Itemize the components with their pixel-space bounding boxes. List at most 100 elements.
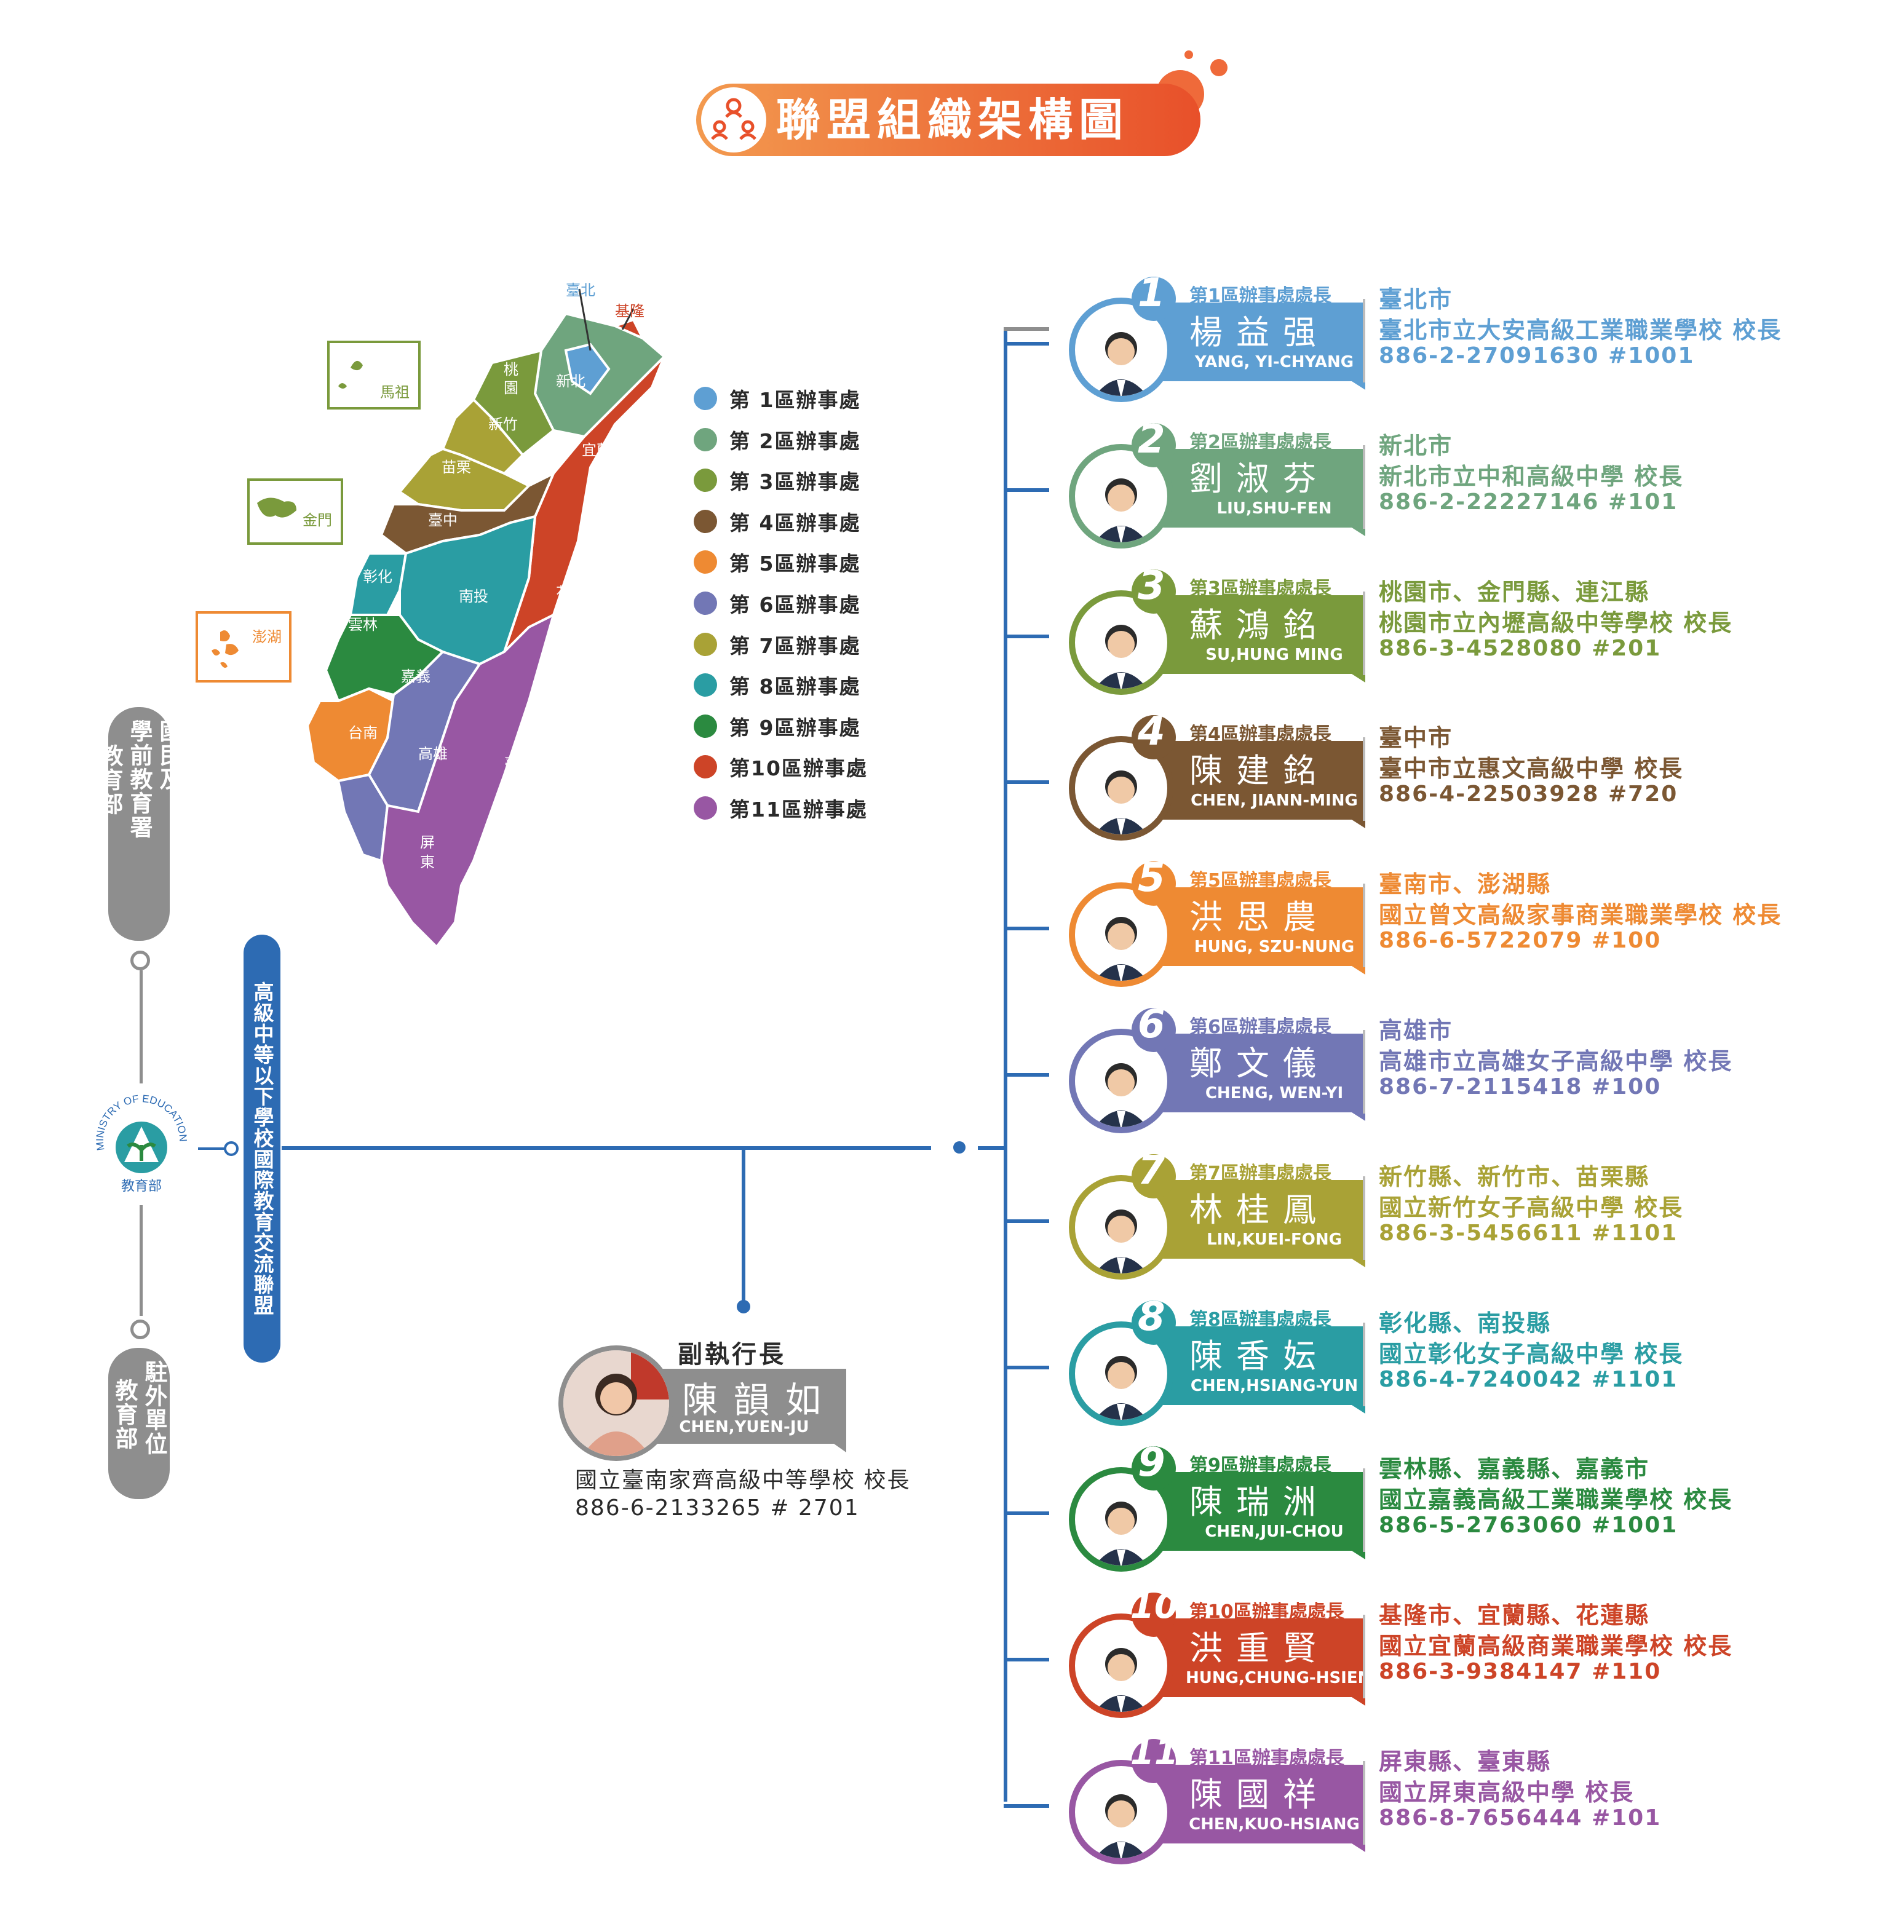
director-phone: 886-4-7240042 #1101 [1379, 1366, 1678, 1392]
vice-executive-band-notch [834, 1444, 846, 1452]
moe-logo: MINISTRY OF EDUCATION 教育部 [86, 1088, 197, 1199]
matsu-island-shape [338, 360, 363, 389]
director-number: 2 [1138, 416, 1165, 462]
legend-item: 第 4區辦事處 [694, 508, 860, 535]
director-role-title: 第8區辦事處處長 [1189, 1308, 1331, 1331]
director-band-notch [1352, 381, 1365, 390]
director-name: 洪思農 [1189, 898, 1330, 937]
director-divider [1363, 591, 1365, 675]
director-card-11: 11 第11區辦事處處長 陳國祥 CHEN,KUO-HSIANG 屏東縣、臺東縣… [1069, 1733, 1904, 1869]
director-english-name: CHENG, WEN-YI [1205, 1084, 1344, 1103]
director-phone: 886-3-9384147 #110 [1379, 1659, 1662, 1685]
director-phone: 886-3-5456611 #1101 [1379, 1220, 1678, 1246]
director-english-name: CHEN, JIANN-MING [1191, 791, 1358, 810]
connector-line-bottom [140, 1205, 143, 1316]
director-divider [1363, 1176, 1365, 1260]
director-divider [1363, 299, 1365, 382]
director-number-badge [1132, 715, 1176, 760]
director-card-5: 5 第5區辦事處處長 洪思農 HUNG, SZU-NUNG 臺南市、澎湖縣 國立… [1069, 855, 1904, 992]
director-photo [1069, 1174, 1173, 1280]
director-phone: 886-3-4528080 #201 [1379, 635, 1662, 661]
person-avatar-icon [1095, 1502, 1148, 1566]
legend-item: 第 1區辦事處 [694, 385, 860, 412]
map-label-hualien: 花蓮 [556, 584, 585, 601]
director-spine-tick [1004, 1365, 1049, 1369]
pill-k12-line2: 學前教育署 [126, 719, 153, 839]
director-number: 6 [1138, 1002, 1165, 1047]
director-band-notch [1352, 820, 1365, 829]
kinmen-island-shape [257, 497, 296, 518]
director-school: 國立彰化女子高級中學 校長 [1379, 1340, 1684, 1368]
pill-overseas-line2: 教育部 [111, 1379, 138, 1451]
legend-item: 第 9區辦事處 [694, 713, 860, 740]
legend-item: 第 3區辦事處 [694, 467, 860, 494]
legend-item: 第 2區辦事處 [694, 426, 860, 453]
director-band-notch [1352, 527, 1365, 536]
director-spine-tick [1004, 927, 1049, 931]
director-phone: 886-8-7656444 #101 [1379, 1805, 1662, 1831]
director-divider [1363, 1468, 1365, 1553]
legend-item: 第 6區辦事處 [694, 590, 860, 617]
director-area: 臺中市 [1379, 724, 1453, 752]
director-card-9: 9 第9區辦事處處長 陳瑞洲 CHEN,JUI-CHOU 雲林縣、嘉義縣、嘉義市… [1069, 1440, 1904, 1577]
director-number: 3 [1138, 563, 1165, 609]
map-label-keelung: 基隆 [615, 303, 645, 320]
legend-color-swatch [694, 755, 717, 779]
director-number-badge [1132, 1154, 1176, 1198]
map-label-matsu: 馬祖 [380, 384, 410, 401]
director-phone: 886-4-22503928 #720 [1379, 782, 1678, 807]
director-name: 洪重賢 [1189, 1629, 1330, 1668]
main-horizontal-line [282, 1146, 931, 1150]
legend-item: 第 8區辦事處 [694, 671, 860, 699]
director-number: 5 [1138, 855, 1165, 901]
legend-label: 第 2區辦事處 [729, 429, 861, 453]
director-school: 國立宜蘭高級商業職業學校 校長 [1379, 1633, 1733, 1660]
director-number: 11 [1130, 1733, 1178, 1773]
director-name: 鄭文儀 [1189, 1044, 1330, 1083]
director-divider [1363, 445, 1365, 529]
pill-overseas-line1: 駐外單位 [141, 1360, 167, 1456]
director-card-10: 10 第10區辦事處處長 洪重賢 HUNG,CHUNG-HSIEN 基隆市、宜蘭… [1069, 1586, 1904, 1723]
director-band-notch [1352, 673, 1365, 683]
legend-label: 第10區辦事處 [729, 756, 868, 781]
vice-executive-title: 副執行長 [678, 1340, 786, 1369]
director-divider [1363, 1322, 1365, 1406]
director-number: 8 [1138, 1294, 1165, 1340]
map-label-taitung: 臺東 [504, 755, 534, 772]
director-role-title: 第2區辦事處處長 [1189, 431, 1331, 453]
person-avatar-icon [1095, 332, 1148, 396]
map-label-yunlin: 雲林 [348, 616, 378, 633]
director-spine-tick [1004, 1073, 1049, 1077]
legend-item: 第 7區辦事處 [694, 631, 860, 658]
vice-executive-school: 國立臺南家齊高級中等學校 校長 [575, 1468, 911, 1493]
vice-executive-name: 陳韻如 [681, 1379, 837, 1421]
director-number-badge [1132, 1008, 1176, 1052]
vice-executive-band [640, 1369, 846, 1444]
map-label-pingtung: 屏東 [420, 834, 435, 871]
legend-color-swatch [694, 387, 717, 410]
map-label-taoyuan: 桃園 [504, 361, 518, 397]
page-title: 聯盟組織架構圖 [776, 94, 1130, 146]
director-divider [1363, 737, 1365, 821]
director-english-name: SU,HUNG MING [1205, 645, 1343, 664]
legend-color-swatch [694, 632, 717, 656]
director-school: 臺北市立大安高級工業職業學校 校長 [1379, 317, 1782, 344]
director-number-badge [1132, 1446, 1176, 1491]
director-card-7: 7 第7區辦事處處長 林桂鳳 LIN,KUEI-FONG 新竹縣、新竹市、苗栗縣… [1069, 1148, 1904, 1285]
director-spine-tick [1004, 1511, 1049, 1516]
decor-dot-tiny [1184, 50, 1193, 59]
map-label-changhua: 彰化 [363, 568, 392, 585]
director-number-badge [1132, 1739, 1176, 1783]
director-divider [1363, 1030, 1365, 1114]
director-role-title: 第4區辦事處處長 [1189, 724, 1331, 746]
director-area: 臺北市 [1379, 286, 1453, 313]
director-card-4: 4 第4區辦事處處長 陳建銘 CHEN, JIANN-MING 臺中市 臺中市立… [1069, 709, 1904, 845]
map-label-yilan: 宜蘭 [582, 441, 611, 459]
director-phone: 886-7-2115418 #100 [1379, 1074, 1662, 1099]
director-card-8: 8 第8區辦事處處長 陳香妘 CHEN,HSIANG-YUN 彰化縣、南投縣 國… [1069, 1294, 1904, 1431]
legend-color-swatch [694, 509, 717, 533]
director-spine-tick [1004, 1658, 1049, 1662]
director-role-title: 第1區辦事處處長 [1189, 285, 1331, 307]
map-label-kaohsiung: 高雄 [418, 745, 448, 762]
director-school: 國立屏東高級中學 校長 [1379, 1779, 1635, 1806]
